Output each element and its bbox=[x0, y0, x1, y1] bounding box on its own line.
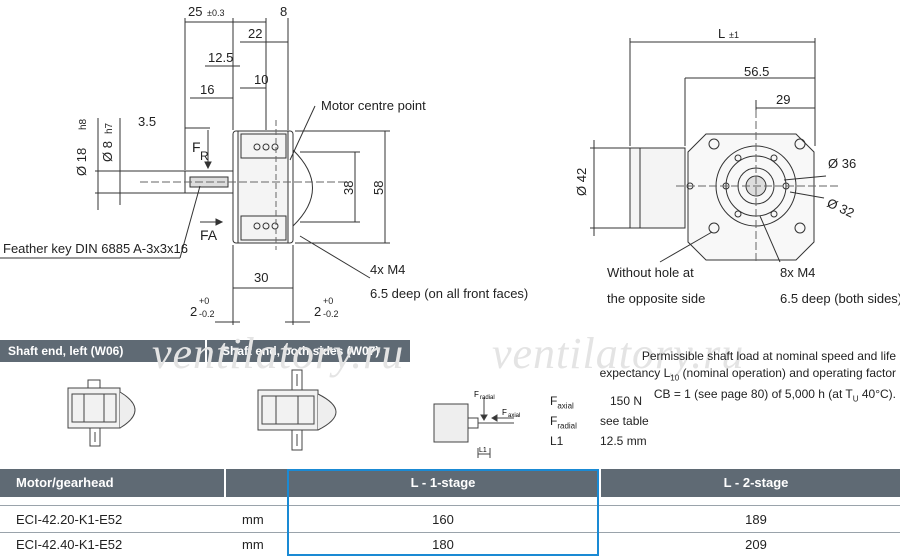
row-model: ECI-42.40-K1-E52 bbox=[16, 537, 123, 552]
row-l2: 209 bbox=[745, 537, 767, 552]
dim-d18: Ø 18 bbox=[74, 148, 89, 176]
dim-L-tol: ±1 bbox=[729, 30, 739, 40]
load-note-line2: expectancy L10 (nominal operation) and o… bbox=[599, 366, 896, 383]
load-diagram-fradial-sub: radial bbox=[480, 395, 495, 401]
without-hole-line2: the opposite side bbox=[607, 291, 705, 306]
watermark-right: ventilatory.ru bbox=[492, 329, 745, 378]
gearbox-front-face bbox=[687, 133, 815, 261]
dim-56-5: 56.5 bbox=[744, 64, 769, 79]
feather-key-label: Feather key DIN 6885 A-3x3x16 bbox=[3, 241, 188, 256]
force-radial-sub: R bbox=[200, 149, 209, 163]
load-note-line1: Permissible shaft load at nominal speed … bbox=[641, 349, 896, 363]
row-model: ECI-42.20-K1-E52 bbox=[16, 512, 123, 527]
force-axial-label: FA bbox=[200, 227, 218, 243]
dim-16: 16 bbox=[200, 82, 214, 97]
thread-left-desc: 6.5 deep (on all front faces) bbox=[370, 286, 528, 301]
load-diagram-l1: L1 bbox=[479, 447, 487, 454]
variant-both-drawing bbox=[257, 369, 337, 451]
dim-38: 38 bbox=[341, 181, 356, 195]
load-diagram-faxial-sub: axial bbox=[508, 413, 520, 419]
dim-d8-tol: h7 bbox=[104, 122, 115, 134]
dim-8: 8 bbox=[280, 4, 287, 19]
gap-right-tol-plus: +0 bbox=[323, 296, 333, 306]
thread-right-desc: 6.5 deep (both sides) bbox=[780, 291, 900, 306]
col-header-l1: L - 1-stage bbox=[410, 475, 476, 490]
force-radial-label: F bbox=[192, 139, 201, 155]
load-diagram-fradial-label: F bbox=[474, 390, 479, 399]
technical-drawing-right bbox=[590, 38, 840, 263]
dim-22: 22 bbox=[248, 26, 262, 41]
gap-right-tol-minus: -0.2 bbox=[323, 309, 339, 319]
motor-dome bbox=[292, 149, 313, 227]
variant-header-both: Shaft end, both sides (W07) bbox=[207, 340, 410, 362]
row-l1: 160 bbox=[432, 512, 454, 527]
load-row-radial: Fradial see table bbox=[550, 414, 649, 431]
load-row-axial: Faxial 150 N bbox=[550, 394, 643, 411]
motor-side-body bbox=[629, 147, 686, 229]
dim-d32: Ø 32 bbox=[825, 195, 857, 221]
variant-left-drawing bbox=[67, 379, 136, 447]
thread-left-title: 4x M4 bbox=[370, 262, 405, 277]
variant-header-left: Shaft end, left (W06) bbox=[0, 340, 205, 362]
load-diagram: F radial F axial L1 bbox=[433, 390, 520, 458]
table-header: Motor/gearhead L - 1-stage L - 2-stage bbox=[0, 469, 900, 497]
dim-58: 58 bbox=[371, 181, 386, 195]
dim-10: 10 bbox=[254, 72, 268, 87]
dim-3-5: 3.5 bbox=[138, 114, 156, 129]
load-note: Permissible shaft load at nominal speed … bbox=[560, 348, 896, 408]
without-hole-line1: Without hole at bbox=[607, 265, 694, 280]
highlight-frame bbox=[287, 469, 599, 556]
table-row: ECI-42.20-K1-E52 mm 160 189 bbox=[0, 509, 900, 531]
dim-L: L bbox=[718, 26, 725, 41]
row-unit: mm bbox=[242, 537, 264, 552]
thread-right-title: 8x M4 bbox=[780, 265, 815, 280]
dim-d36: Ø 36 bbox=[828, 156, 856, 171]
gap-right-value: 2 bbox=[314, 304, 321, 319]
dim-d18-tol: h8 bbox=[78, 118, 89, 130]
load-diagram-faxial-label: F bbox=[502, 408, 507, 417]
technical-drawing-left: 25 ±0.3 8 22 12.5 10 16 3.5 F R FA 30 38… bbox=[0, 4, 900, 325]
load-row-l1: L1 12.5 mm bbox=[550, 434, 647, 448]
row-l2: 189 bbox=[745, 512, 767, 527]
gap-left-tol-plus: +0 bbox=[199, 296, 209, 306]
col-header-l2: L - 2-stage bbox=[723, 475, 789, 490]
watermark-left: ventilatory.ru bbox=[152, 329, 405, 378]
gap-left-value: 2 bbox=[190, 304, 197, 319]
row-l1: 180 bbox=[432, 537, 454, 552]
row-unit: mm bbox=[242, 512, 264, 527]
load-values: Faxial 150 N Fradial see table L1 12.5 m… bbox=[550, 394, 660, 454]
gap-left-tol-minus: -0.2 bbox=[199, 309, 215, 319]
dim-d8: Ø 8 bbox=[100, 141, 115, 162]
dim-25: 25 bbox=[188, 4, 202, 19]
dim-25-tol: ±0.3 bbox=[207, 8, 224, 18]
dim-29: 29 bbox=[776, 92, 790, 107]
load-note-line3: CB = 1 (see page 80) of 5,000 h (at TU 4… bbox=[653, 387, 896, 404]
dim-d42: Ø 42 bbox=[574, 168, 589, 196]
dim-12-5: 12.5 bbox=[208, 50, 233, 65]
motor-centre-label: Motor centre point bbox=[321, 98, 426, 113]
table-row: ECI-42.40-K1-E52 mm 180 209 bbox=[0, 534, 900, 556]
col-header-model: Motor/gearhead bbox=[16, 475, 114, 490]
dim-30: 30 bbox=[254, 270, 268, 285]
